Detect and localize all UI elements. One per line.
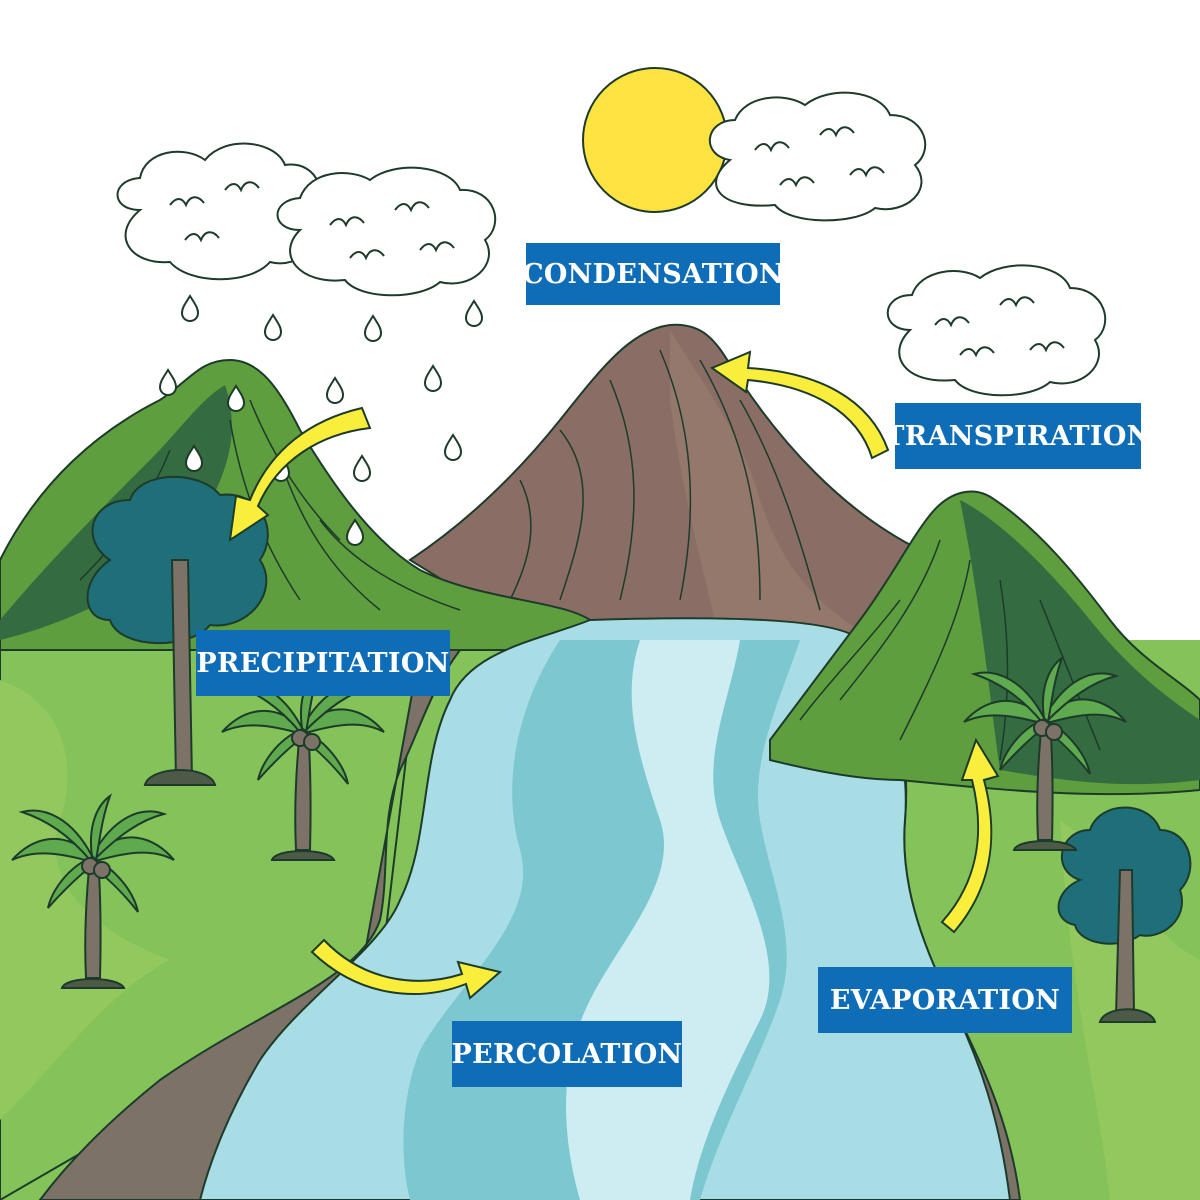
evaporation-label: EVAPORATION [818,967,1072,1033]
arrow-icon [709,350,890,460]
cloud-icon [276,166,497,297]
cloud-icon [709,91,927,222]
percolation-label: PERCOLATION [452,1021,682,1087]
arrow-icon [228,406,372,543]
tree-icon [86,475,269,786]
transpiration-label: TRANSPIRATION [884,403,1151,469]
arrow-icon [940,737,1000,934]
precipitation-label: PRECIPITATION [196,630,450,696]
cloud-icon [886,264,1107,397]
tree-icon [1057,806,1192,1023]
brown-mountain [408,323,922,641]
condensation-label: CONDENSATION [522,243,784,305]
arrow-icon [310,938,503,1000]
sun-icon [582,67,728,213]
